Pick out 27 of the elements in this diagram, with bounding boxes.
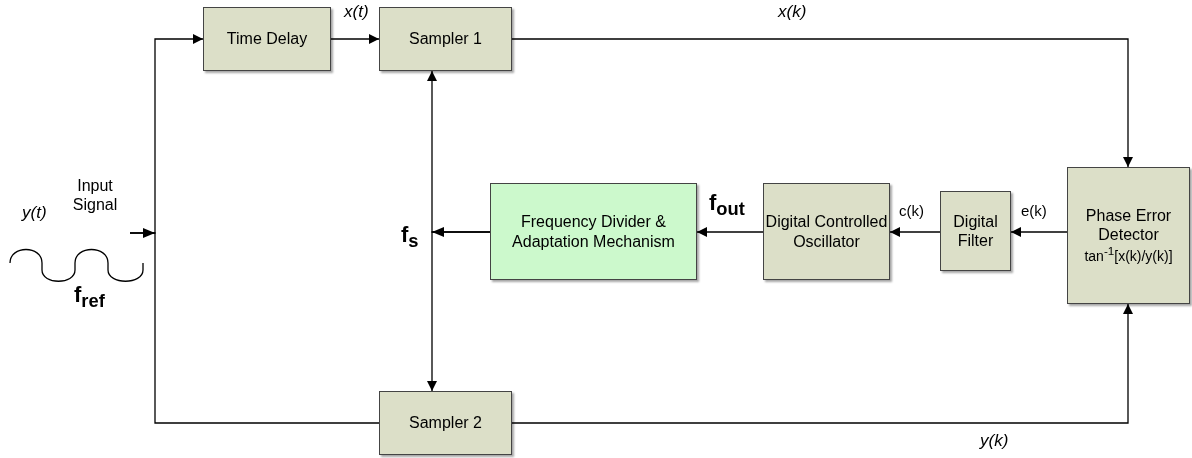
process-box: Frequency Divider & Adaptation Mechanism [490, 183, 697, 280]
arrow [1010, 227, 1068, 237]
frequency-label: f$_{s}$ [401, 222, 419, 253]
edge-label: y(k) [980, 431, 1009, 451]
process-box: Digital Controlled Oscillator [763, 183, 890, 280]
arrow [427, 227, 491, 392]
process-box: Sampler 2 [379, 391, 512, 455]
process-box: Digital Filter [940, 191, 1011, 271]
arrow [330, 34, 380, 44]
edge-label: x(k) [778, 2, 807, 22]
formula-label: tan$^{-1}$[x(k)/y(k)] [1084, 244, 1173, 265]
arrow [129, 228, 380, 424]
signal-label: y(t) [22, 203, 47, 223]
process-box [1067, 167, 1190, 304]
edge-label: x(t) [344, 2, 369, 22]
process-box: Time Delay [203, 7, 331, 71]
block-label: Phase Error Detector [1084, 206, 1173, 245]
arrow [511, 303, 1133, 424]
arrow [511, 38, 1133, 168]
arrow [696, 227, 764, 237]
edge-label: f$_{out}$ [709, 190, 745, 221]
arrow [889, 227, 941, 237]
frequency-label: f$_{ref}$ [74, 282, 105, 313]
edge-label: e(k) [1021, 202, 1047, 219]
edge-label: c(k) [899, 202, 924, 219]
signal-label: Input Signal [71, 176, 119, 215]
process-box: Sampler 1 [379, 7, 512, 71]
